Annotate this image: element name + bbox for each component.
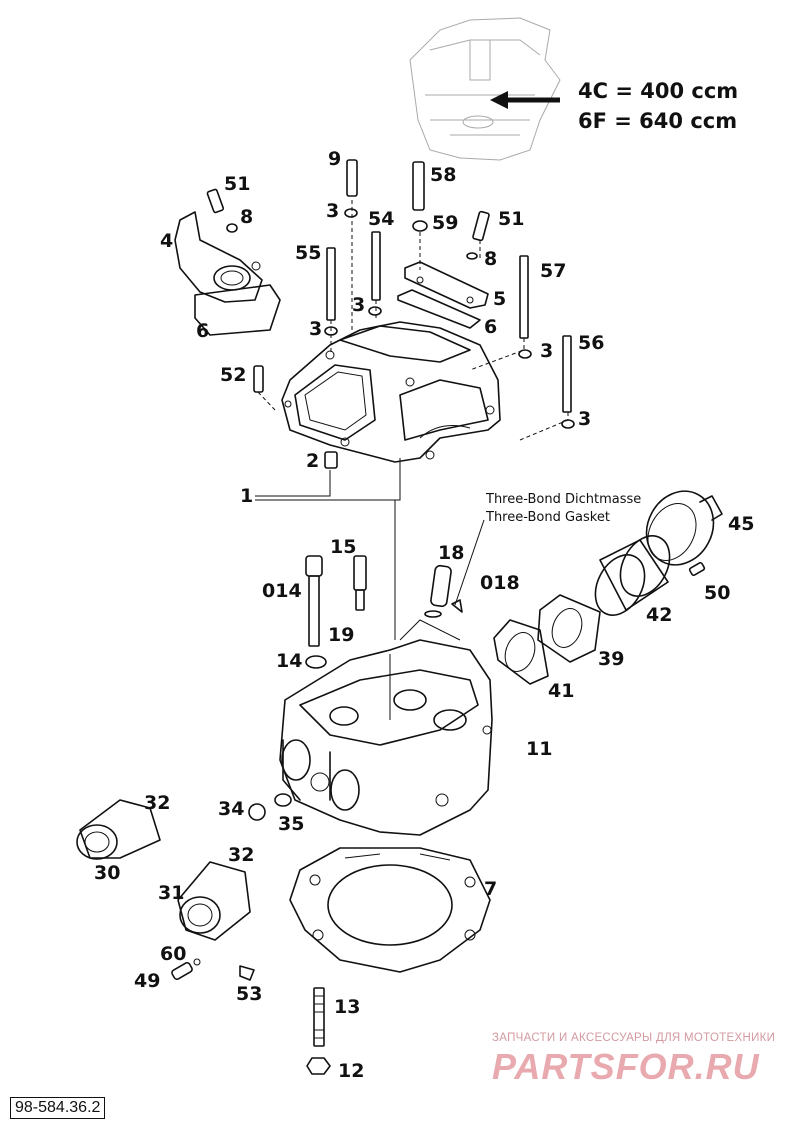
engine-callout-line-1: 4C = 400 ccm: [578, 79, 739, 103]
label-part-55: 55: [295, 242, 322, 264]
label-part-51a: 51: [224, 173, 251, 195]
label-part-1: 1: [240, 485, 254, 507]
intake-assembly: [493, 490, 723, 685]
label-part-35: 35: [278, 813, 305, 835]
label-part-41: 41: [548, 680, 575, 702]
label-part-56: 56: [578, 332, 605, 354]
engine-callout-line-2: 6F = 640 ccm: [578, 109, 738, 133]
label-part-32a: 32: [144, 792, 171, 814]
label-part-14: 14: [276, 650, 303, 672]
label-part-3a: 3: [326, 200, 340, 222]
label-part-11: 11: [526, 738, 553, 760]
label-part-8a: 8: [240, 206, 254, 228]
top-bolts: [206, 159, 575, 469]
watermark-logo: PARTSFOR.RU: [492, 1046, 760, 1087]
label-part-2: 2: [306, 450, 320, 472]
label-part-12: 12: [338, 1060, 365, 1082]
note-line-1: Three-Bond Dichtmasse: [486, 492, 642, 507]
label-part-59: 59: [432, 212, 459, 234]
watermark-tagline: ЗАПЧАСТИ И АКСЕССУАРЫ ДЛЯ МОТОТЕХНИКИ: [492, 1032, 776, 1044]
label-part-32b: 32: [228, 844, 255, 866]
head-gasket: [289, 847, 491, 973]
label-part-13: 13: [334, 996, 361, 1018]
label-part-39: 39: [598, 648, 625, 670]
engine-thumbnail: [409, 17, 561, 161]
label-part-34: 34: [218, 798, 245, 820]
stud-and-nut: [306, 987, 331, 1075]
label-part-60: 60: [160, 943, 187, 965]
label-part-49: 49: [134, 970, 161, 992]
guide-lines: [255, 200, 569, 640]
label-part-52: 52: [220, 364, 247, 386]
left-parts: [76, 793, 292, 981]
thermostat-housing: [174, 211, 281, 336]
label-part-8b: 8: [484, 248, 498, 270]
label-part-018: 018: [480, 572, 520, 594]
label-part-15: 15: [330, 536, 357, 558]
label-part-5: 5: [493, 288, 507, 310]
label-part-9: 9: [328, 148, 342, 170]
label-part-4: 4: [160, 230, 174, 252]
note-line-2: Three-Bond Gasket: [486, 510, 610, 525]
label-part-31: 31: [158, 882, 185, 904]
label-part-51b: 51: [498, 208, 525, 230]
label-part-3b: 3: [352, 294, 366, 316]
label-part-6b: 6: [484, 316, 498, 338]
label-part-7: 7: [484, 878, 498, 900]
diagram-reference: 98-584.36.2: [10, 1097, 106, 1119]
label-part-014: 014: [262, 580, 302, 602]
label-part-58: 58: [430, 164, 457, 186]
label-part-53: 53: [236, 983, 263, 1005]
label-part-50: 50: [704, 582, 731, 604]
label-part-18: 18: [438, 542, 465, 564]
cylinder-head: [279, 619, 493, 836]
label-part-3c: 3: [309, 318, 323, 340]
head-small-parts: [305, 519, 485, 669]
label-part-45: 45: [728, 513, 755, 535]
label-part-19: 19: [328, 624, 355, 646]
label-part-3d: 3: [540, 340, 554, 362]
label-part-6a: 6: [196, 320, 210, 342]
label-part-30: 30: [94, 862, 121, 884]
valve-cover: [281, 321, 501, 463]
label-part-42: 42: [646, 604, 673, 626]
label-part-54: 54: [368, 208, 395, 230]
label-part-3e: 3: [578, 408, 592, 430]
cover-plate: [397, 261, 489, 329]
label-part-57: 57: [540, 260, 567, 282]
